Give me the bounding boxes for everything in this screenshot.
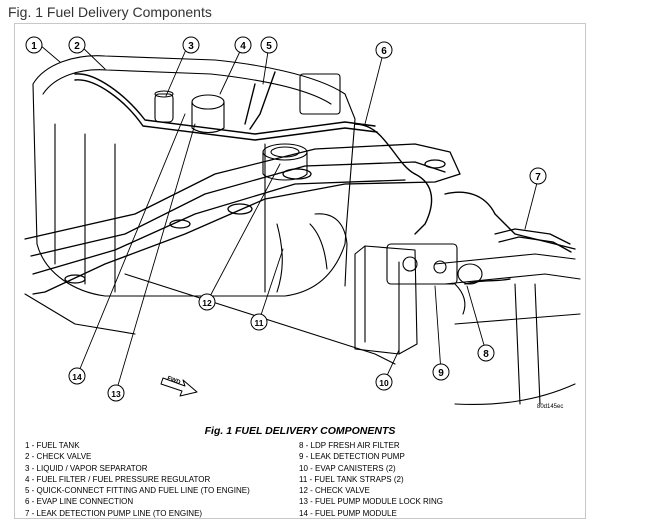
- callout-label: 12: [202, 298, 212, 308]
- fwd-label: FWD: [166, 376, 182, 387]
- legend-item: 7 - LEAK DETECTION PUMP LINE (TO ENGINE): [25, 508, 203, 518]
- ldp-line-drawing: [494, 228, 572, 253]
- callout-label: 14: [72, 372, 82, 382]
- legend-item: 4 - FUEL FILTER / FUEL PRESSURE REGULATO…: [25, 474, 211, 484]
- legend-item: 2 - CHECK VALVE: [25, 452, 92, 462]
- callout-label: 7: [535, 172, 541, 183]
- callout-12: 12: [198, 293, 216, 311]
- legend-item: 8 - LDP FRESH AIR FILTER: [299, 441, 400, 450]
- callout-2: 2: [68, 36, 86, 54]
- callout-10: 10: [375, 373, 393, 391]
- legend-left: 1 - FUEL TANK 2 - CHECK VALVE 3 - LIQUID…: [25, 440, 250, 519]
- legend-right: 8 - LDP FRESH AIR FILTER 9 - LEAK DETECT…: [299, 440, 443, 519]
- callout-8: 8: [477, 344, 495, 362]
- callout-6: 6: [375, 41, 393, 59]
- callout-11: 11: [250, 313, 268, 331]
- callout-14: 14: [68, 367, 86, 385]
- callout-label: 6: [381, 46, 387, 57]
- figure-frame: 1 2 3 4 5 6 7 8 9 10 11 12 13 14 FWD 80d…: [14, 23, 586, 519]
- callout-9: 9: [432, 363, 450, 381]
- fuel-lines: [74, 71, 576, 285]
- callout-label: 9: [438, 368, 444, 379]
- lower-rail: [24, 253, 581, 406]
- callout-3: 3: [182, 36, 200, 54]
- legend-item: 12 - CHECK VALVE: [299, 486, 370, 496]
- callout-7: 7: [529, 167, 547, 185]
- callout-label: 4: [240, 41, 246, 52]
- callout-5: 5: [260, 36, 278, 54]
- callout-markers: 1 2 3 4 5 6 7 8 9 10 11 12 13 14: [25, 36, 547, 402]
- figure-title: Fig. 1 FUEL DELIVERY COMPONENTS: [204, 425, 396, 437]
- legend-item: 9 - LEAK DETECTION PUMP: [299, 452, 405, 462]
- callout-label: 13: [111, 389, 121, 399]
- legend-item: 14 - FUEL PUMP MODULE: [299, 508, 397, 518]
- legend-item: 13 - FUEL PUMP MODULE LOCK RING: [299, 497, 444, 507]
- callout-label: 3: [188, 41, 194, 52]
- frame-crossmember: [24, 143, 461, 295]
- callout-label: 8: [483, 349, 489, 360]
- legend-item: 5 - QUICK-CONNECT FITTING AND FUEL LINE …: [25, 486, 250, 496]
- fwd-arrow-icon: [160, 377, 198, 397]
- callout-label: 5: [266, 41, 272, 52]
- callout-13: 13: [107, 384, 125, 402]
- callout-4: 4: [234, 36, 252, 54]
- callout-1: 1: [25, 36, 43, 54]
- figure-caption: Fig. 1 Fuel Delivery Components: [8, 4, 212, 20]
- callout-label: 10: [379, 378, 389, 388]
- separator-and-filter-drawing: [154, 73, 341, 134]
- legend-item: 3 - LIQUID / VAPOR SEPARATOR: [25, 463, 148, 473]
- legend-item: 10 - EVAP CANISTERS (2): [299, 463, 396, 473]
- evap-canister-drawing: [354, 243, 483, 355]
- legend-item: 11 - FUEL TANK STRAPS (2): [299, 474, 404, 484]
- callout-label: 2: [74, 41, 80, 52]
- callout-label: 1: [31, 41, 37, 52]
- fuel-pump-module-drawing: [262, 143, 308, 181]
- legend-item: 6 - EVAP LINE CONNECTION: [25, 497, 134, 507]
- fuel-delivery-diagram: 1 2 3 4 5 6 7 8 9 10 11 12 13 14 FWD: [24, 36, 581, 406]
- legend-item: 1 - FUEL TANK: [25, 441, 80, 450]
- callout-label: 11: [255, 318, 264, 328]
- figure-code: 80d145ec: [537, 404, 564, 410]
